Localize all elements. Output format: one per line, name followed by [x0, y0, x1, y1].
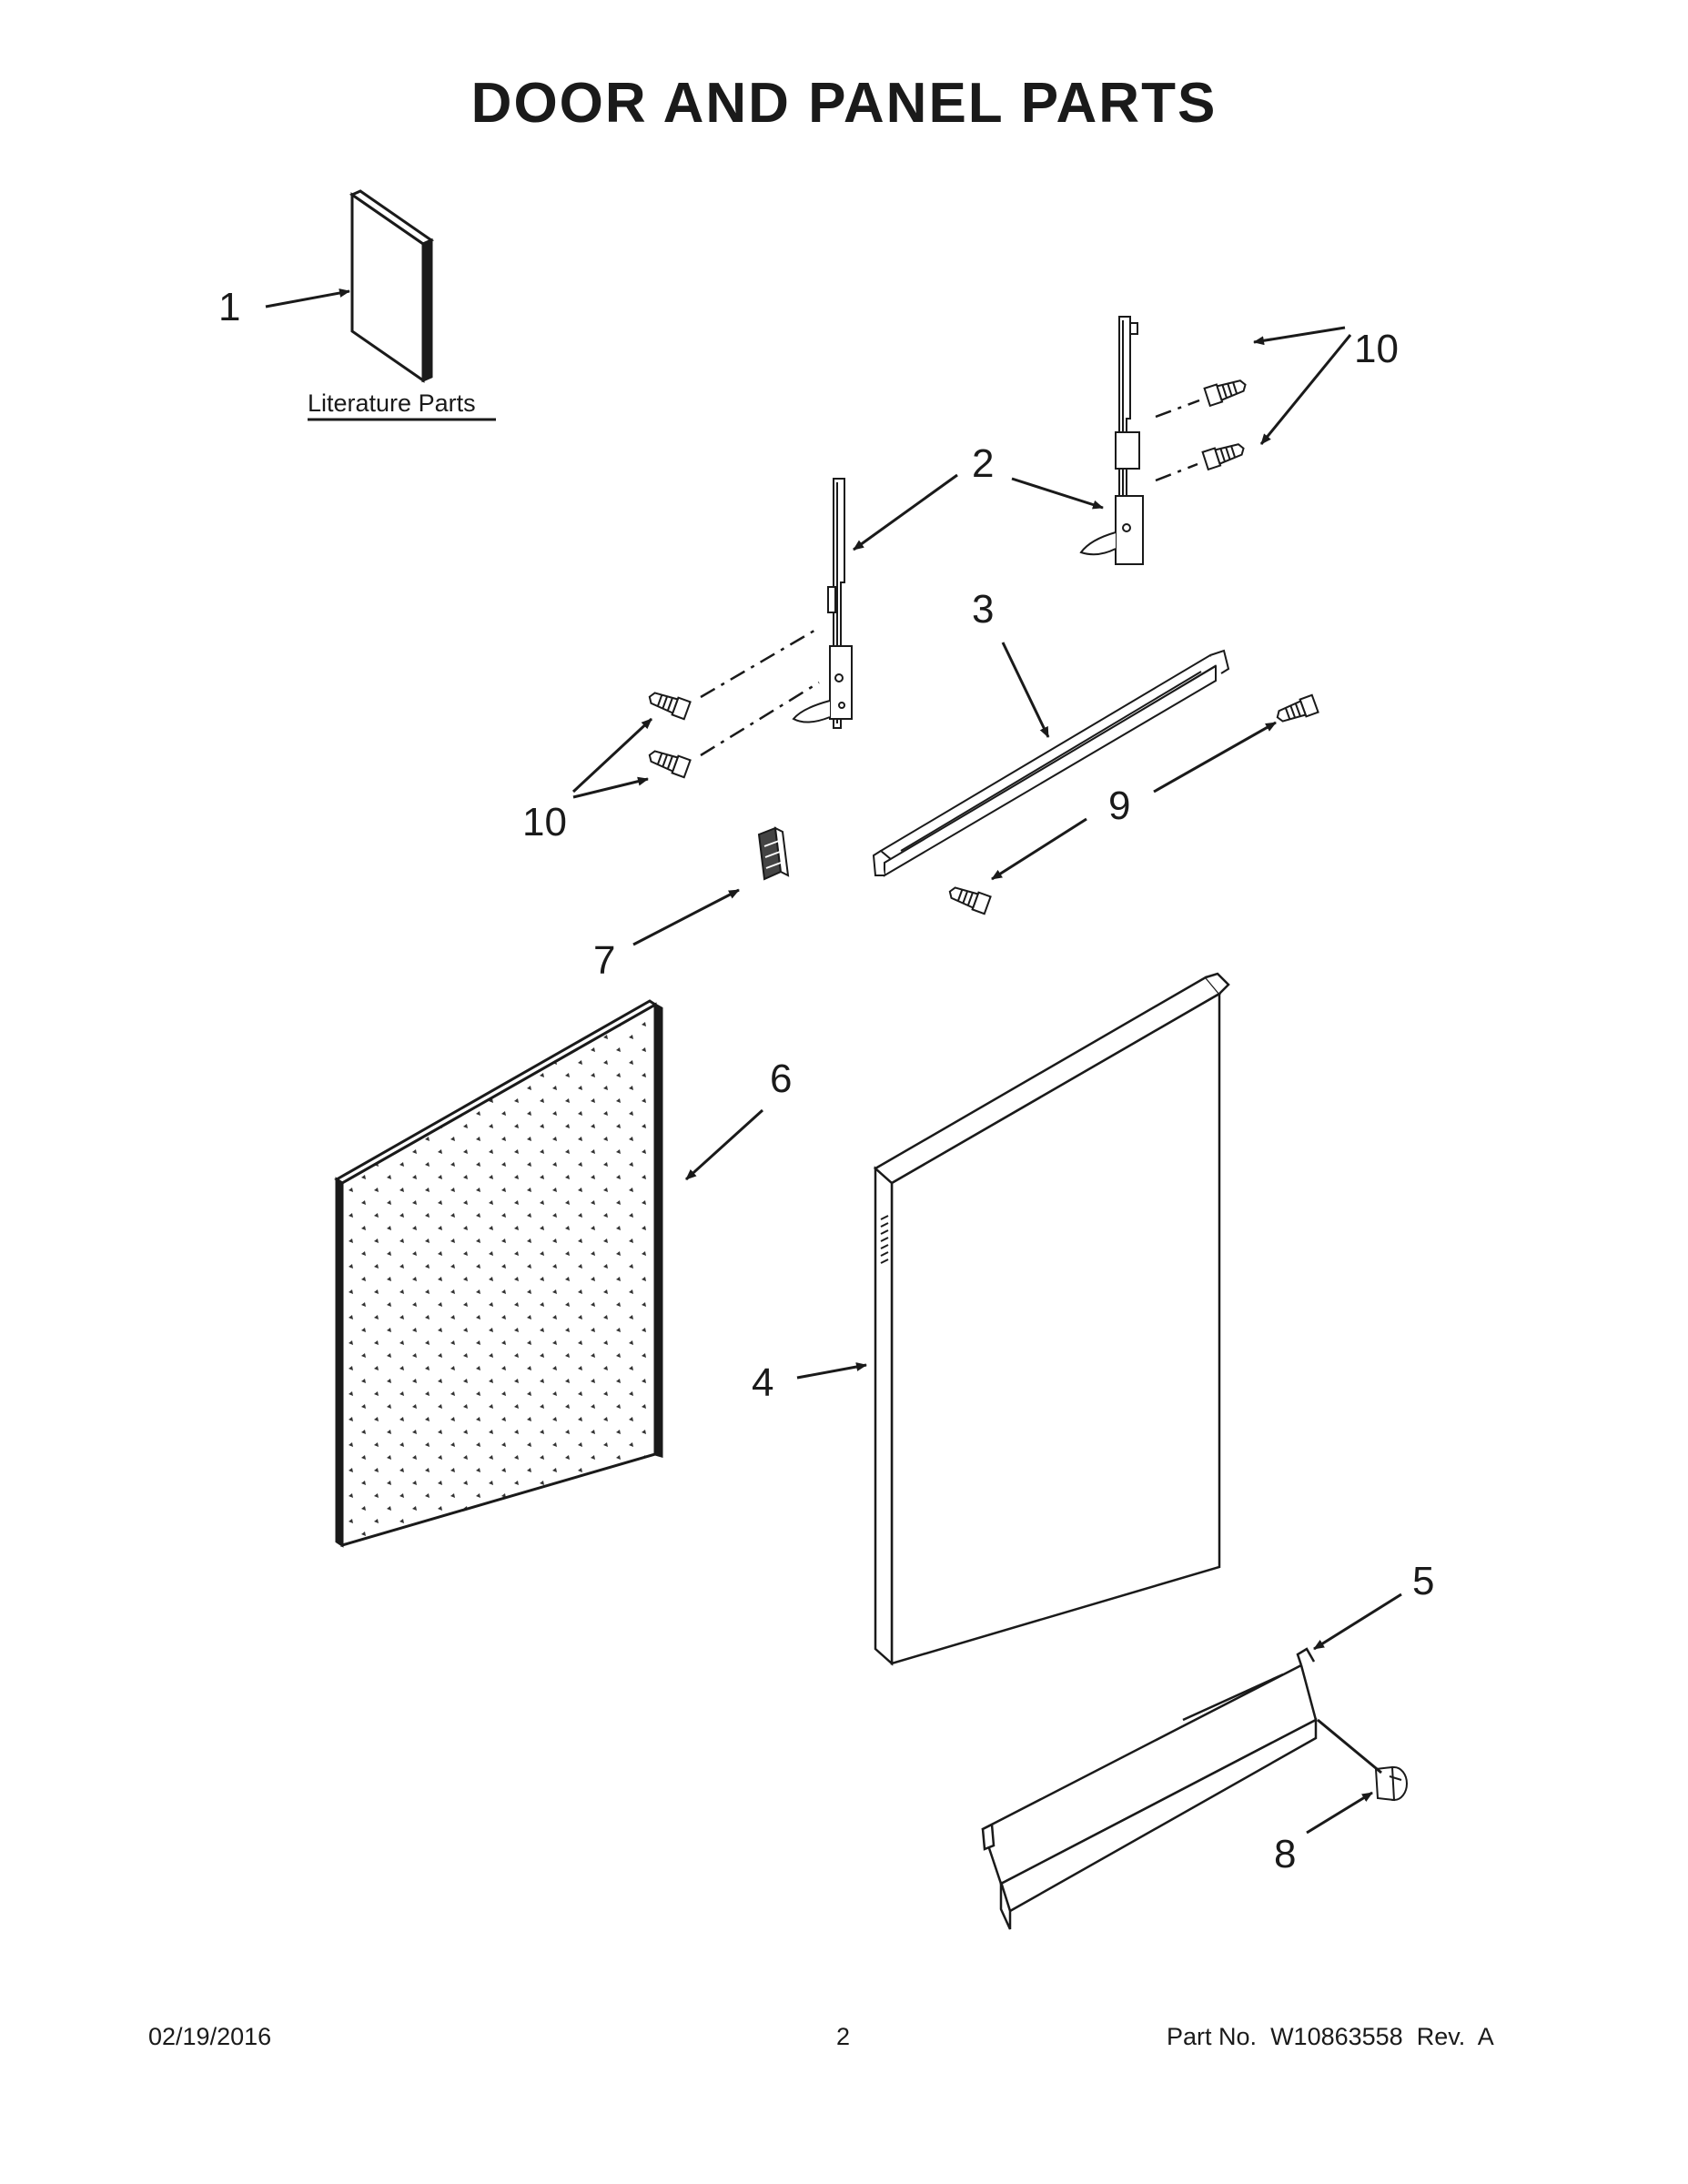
callout-1: 1 [218, 285, 240, 329]
callout-10-top: 10 [1354, 327, 1399, 371]
page-title: DOOR AND PANEL PARTS [470, 72, 1218, 135]
callout-2: 2 [972, 441, 994, 486]
hinge-screw-parts [648, 379, 1247, 779]
callout-10-left: 10 [522, 800, 567, 844]
footer-part-number: Part No. W10863558 Rev. A [1167, 2023, 1494, 2051]
footer-date: 02/19/2016 [148, 2023, 272, 2050]
screw-alignment-dash-lines [700, 399, 1200, 757]
literature-booklet-part [349, 189, 435, 383]
callout-leader-lines [265, 288, 1402, 1835]
toe-panel-screw-part [1374, 1765, 1408, 1802]
callout-8: 8 [1274, 1832, 1296, 1876]
rev-value: A [1477, 2023, 1494, 2050]
rev-label: Rev. [1416, 2023, 1466, 2050]
outer-door-panel-part [873, 972, 1230, 1666]
callout-3: 3 [972, 587, 994, 632]
rail-screw-parts [948, 693, 1319, 915]
part-no-value: W10863558 [1270, 2023, 1403, 2050]
door-hinge-right-part [1079, 316, 1144, 565]
callout-7: 7 [593, 938, 615, 983]
door-bumper-clip-part [757, 826, 790, 881]
callout-6: 6 [770, 1057, 792, 1101]
toe-panel-part [981, 1647, 1318, 1930]
door-hinge-left-part [792, 478, 853, 729]
callout-5: 5 [1412, 1559, 1434, 1603]
door-rail-part [872, 649, 1230, 877]
part-no-label: Part No. [1167, 2023, 1258, 2050]
footer-page-number: 2 [836, 2023, 851, 2050]
callout-4: 4 [752, 1360, 773, 1405]
callout-9: 9 [1108, 784, 1130, 828]
door-insulation-panel-part [334, 999, 663, 1548]
literature-parts-label: Literature Parts [308, 389, 476, 417]
